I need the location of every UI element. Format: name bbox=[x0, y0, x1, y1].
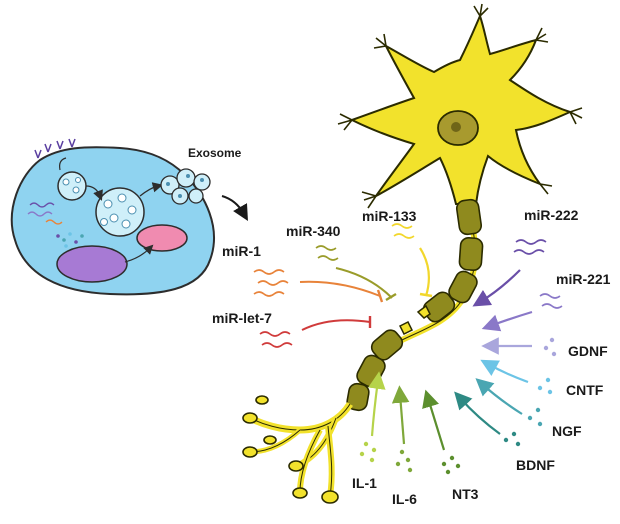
mir-222-signal bbox=[472, 239, 547, 307]
label-gdnf: GDNF bbox=[568, 343, 608, 359]
released-exosomes bbox=[160, 168, 211, 205]
membrane-receptors bbox=[34, 138, 76, 159]
exosome-label: Exosome bbox=[188, 146, 242, 160]
cntf-signal bbox=[480, 359, 529, 384]
label-il-6: IL-6 bbox=[392, 491, 417, 507]
label-ngf: NGF bbox=[552, 423, 582, 439]
inhibitory-signals bbox=[253, 223, 433, 348]
label-mir-222: miR-222 bbox=[524, 207, 579, 223]
myelin-sheath bbox=[346, 198, 484, 412]
label-bdnf: BDNF bbox=[516, 457, 555, 473]
il-6-signal bbox=[391, 385, 410, 445]
label-mir-221: miR-221 bbox=[556, 271, 611, 287]
label-mir-1: miR-1 bbox=[222, 243, 261, 259]
purple-vacuole bbox=[56, 245, 128, 283]
mir-1-signal bbox=[253, 269, 384, 303]
bdnf-signal bbox=[454, 391, 501, 435]
label-mir-let-7: miR-let-7 bbox=[212, 310, 272, 326]
label-cntf: CNTF bbox=[566, 382, 604, 398]
exosome-flow-arrow bbox=[221, 195, 248, 221]
neuron-soma bbox=[349, 13, 573, 205]
early-endosome bbox=[57, 171, 87, 201]
label-il-1: IL-1 bbox=[352, 475, 377, 491]
il-1-signal bbox=[368, 371, 386, 437]
source-cell bbox=[10, 138, 215, 296]
dendrite-tips bbox=[337, 3, 583, 209]
promoting-signals bbox=[368, 239, 563, 451]
pink-vacuole bbox=[136, 224, 188, 252]
ligand-dots bbox=[359, 337, 557, 475]
neuron bbox=[242, 3, 583, 504]
label-nt3: NT3 bbox=[452, 486, 479, 502]
mir-221-signal bbox=[481, 293, 563, 332]
mir-let-7-signal bbox=[259, 316, 372, 348]
label-mir-133: miR-133 bbox=[362, 208, 417, 224]
ngf-signal bbox=[475, 378, 523, 415]
axon-terminals bbox=[242, 395, 353, 504]
mir-340-signal bbox=[315, 245, 397, 302]
label-mir-340: miR-340 bbox=[286, 223, 341, 239]
nt3-signal bbox=[422, 389, 446, 451]
mir-133-signal bbox=[391, 223, 433, 298]
